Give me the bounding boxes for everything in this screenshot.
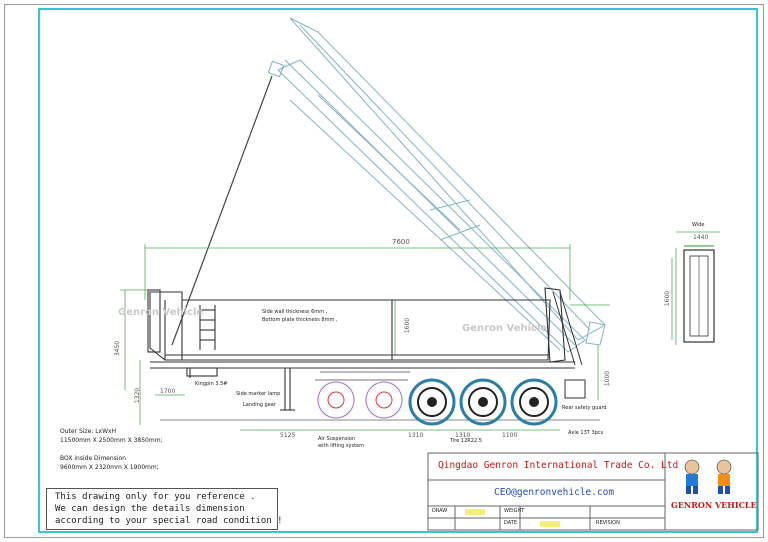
box-dim-label: BOX inside Dimension xyxy=(60,455,126,462)
lifting-label: with lifting system xyxy=(318,443,365,449)
hydraulic-line xyxy=(171,75,273,346)
wheel-3 xyxy=(510,378,558,426)
watermark-left: Genron Vehicle xyxy=(118,307,204,318)
axle-label: Axle 13T 3pcs xyxy=(568,430,604,436)
outer-size-label: Outer Size: LxWxH xyxy=(60,428,117,435)
dim-overall-length: 7600 xyxy=(392,238,410,246)
landing-gear-label: Landing gear xyxy=(243,402,276,408)
watermark-right: Genron Vehicle xyxy=(462,323,548,334)
reference-note-box: This drawing only for you reference . We… xyxy=(46,488,283,530)
suspension-label: Air Suspension xyxy=(318,436,356,442)
outer-size-value: 11500mm X 2500mm X 3850mm; xyxy=(60,437,163,444)
wheel-1 xyxy=(408,378,456,426)
section-view xyxy=(683,245,715,343)
company-email: CEO@genronvehicle.com xyxy=(494,487,615,498)
draw-label: DRAW xyxy=(432,508,448,514)
dim-deck-height: 1700 xyxy=(160,388,176,395)
date-label: DATE xyxy=(504,520,518,526)
note-line-3: according to your special road condition… xyxy=(55,516,283,526)
rear-hinge xyxy=(552,291,586,399)
dim-section-height: 1600 xyxy=(664,290,672,307)
outer-frame xyxy=(4,4,764,538)
dim-lower-height: 1320 xyxy=(134,387,142,404)
dimension-lines xyxy=(120,231,720,431)
dim-front-overhang: 5125 xyxy=(280,432,296,439)
trailer-body xyxy=(147,287,600,421)
drawing-border xyxy=(38,8,758,533)
section-label: Wide xyxy=(692,222,705,228)
dim-axle-spacing-1: 1310 xyxy=(408,432,424,439)
title-block-grid xyxy=(427,452,759,531)
wheels xyxy=(408,378,558,426)
dim-box-height: 1600 xyxy=(404,317,412,334)
dim-section-width: 1440 xyxy=(693,234,709,241)
raised-dump-body xyxy=(267,17,606,353)
wheel-2 xyxy=(459,378,507,426)
logo-text: GENRON VEHICLE xyxy=(671,500,757,510)
kingpin-label: Kingpin 3.5# xyxy=(195,381,228,387)
suspension-assembly xyxy=(315,371,410,419)
draw-highlight xyxy=(465,509,485,515)
note-line-1: This drawing only for you reference . xyxy=(55,492,256,502)
dim-total-height: 3450 xyxy=(114,340,122,357)
dim-axle-rear: 1100 xyxy=(502,432,518,439)
note-line-2: We can design the details dimension xyxy=(55,504,245,514)
side-marker-label: Side marker lamp xyxy=(236,391,281,397)
tire-label: Tire 12R22.5 xyxy=(450,438,482,444)
date-highlight xyxy=(540,521,560,527)
weight-label: WEIGHT xyxy=(504,508,525,514)
dim-rear-height: 1000 xyxy=(604,370,612,387)
dim-axle-spacing-2: 1310 xyxy=(455,432,471,439)
box-dim-value: 9600mm X 2320mm X 1900mm; xyxy=(60,464,159,471)
revision-label: REVISION xyxy=(596,520,620,526)
wall-thickness-note: Side wall thickness 6mm , xyxy=(262,309,328,315)
bottom-thickness-note: Bottom plate thickness 8mm , xyxy=(262,317,338,323)
company-name: Qingdao Genron International Trade Co. L… xyxy=(438,460,679,471)
mascot-logo xyxy=(684,459,732,494)
rear-guard-label: Rear safety guard xyxy=(562,405,607,411)
